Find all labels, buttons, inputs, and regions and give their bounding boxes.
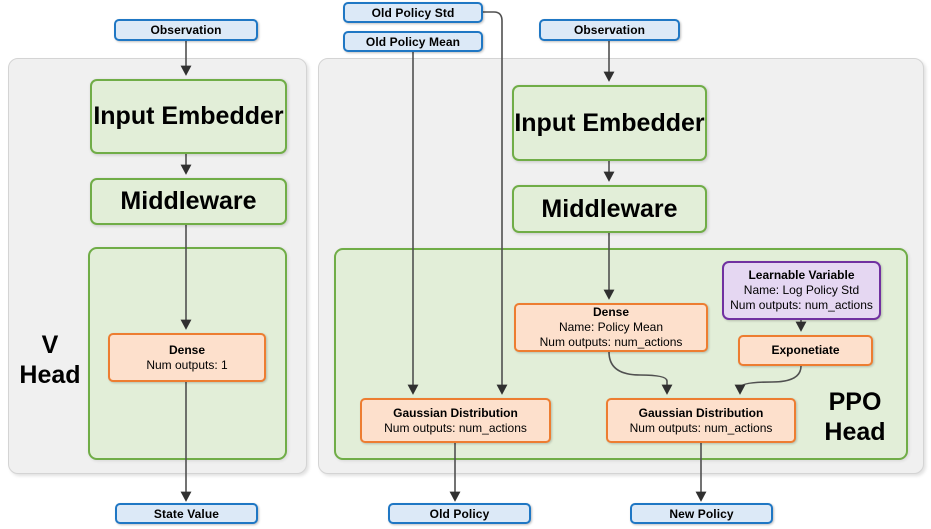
v-head-dense-title: Dense <box>168 342 206 357</box>
gaussian-old-num-outputs: Num outputs: num_actions <box>384 420 527 435</box>
input-observation-left[interactable]: Observation <box>114 19 258 41</box>
ppo-head-input-embedder[interactable]: Input Embedder <box>512 85 707 161</box>
v-head-input-embedder[interactable]: Input Embedder <box>90 79 287 154</box>
ppo-head-middleware-label: Middleware <box>541 194 678 223</box>
input-old-policy-std-label: Old Policy Std <box>371 5 455 20</box>
output-state-value-label: State Value <box>153 506 220 521</box>
gaussian-new-num-outputs: Num outputs: num_actions <box>629 420 773 435</box>
ppo-head-caption: PPO Head <box>812 387 898 447</box>
ppo-head-dense-policy-mean[interactable]: Dense Name: Policy Mean Num outputs: num… <box>514 303 708 352</box>
ppo-head-middleware[interactable]: Middleware <box>512 185 707 233</box>
input-old-policy-std[interactable]: Old Policy Std <box>343 2 483 23</box>
input-observation-right-label: Observation <box>573 23 646 37</box>
ppo-head-caption-line2: Head <box>824 418 886 446</box>
gaussian-new-title: Gaussian Distribution <box>638 405 764 420</box>
input-old-policy-mean[interactable]: Old Policy Mean <box>343 31 483 52</box>
v-head-caption-line2: Head <box>19 361 81 389</box>
v-head-dense-num-outputs: Num outputs: 1 <box>146 357 228 372</box>
ppo-head-learnable-variable[interactable]: Learnable Variable Name: Log Policy Std … <box>722 261 881 320</box>
learnable-variable-title: Learnable Variable <box>748 268 855 282</box>
ppo-head-exponetiate[interactable]: Exponetiate <box>738 335 873 366</box>
ppo-head-dense-num-outputs: Num outputs: num_actions <box>539 335 683 349</box>
output-state-value[interactable]: State Value <box>115 503 258 524</box>
v-head-caption-line1: V <box>41 331 59 359</box>
gaussian-old-title: Gaussian Distribution <box>393 405 518 420</box>
ppo-head-dense-title: Dense <box>592 305 630 319</box>
output-old-policy[interactable]: Old Policy <box>388 503 531 524</box>
v-head-middleware[interactable]: Middleware <box>90 178 287 225</box>
v-head-input-embedder-label: Input Embedder <box>93 102 284 130</box>
output-new-policy-label: New Policy <box>669 506 734 521</box>
v-head-middleware-label: Middleware <box>120 187 257 215</box>
learnable-variable-name: Name: Log Policy Std <box>743 283 860 297</box>
exponetiate-title: Exponetiate <box>771 343 840 357</box>
input-observation-left-label: Observation <box>150 23 222 37</box>
output-old-policy-label: Old Policy <box>429 506 490 521</box>
learnable-variable-num-outputs: Num outputs: num_actions <box>730 298 873 312</box>
output-new-policy[interactable]: New Policy <box>630 503 773 524</box>
v-head-caption: V Head <box>14 330 86 390</box>
ppo-head-caption-line1: PPO <box>828 388 882 416</box>
ppo-head-gaussian-old[interactable]: Gaussian Distribution Num outputs: num_a… <box>360 398 551 443</box>
input-old-policy-mean-label: Old Policy Mean <box>365 34 461 49</box>
ppo-head-dense-name: Name: Policy Mean <box>558 320 664 334</box>
ppo-head-input-embedder-label: Input Embedder <box>514 108 705 137</box>
v-head-dense[interactable]: Dense Num outputs: 1 <box>108 333 266 382</box>
ppo-head-gaussian-new[interactable]: Gaussian Distribution Num outputs: num_a… <box>606 398 796 443</box>
input-observation-right[interactable]: Observation <box>539 19 680 41</box>
